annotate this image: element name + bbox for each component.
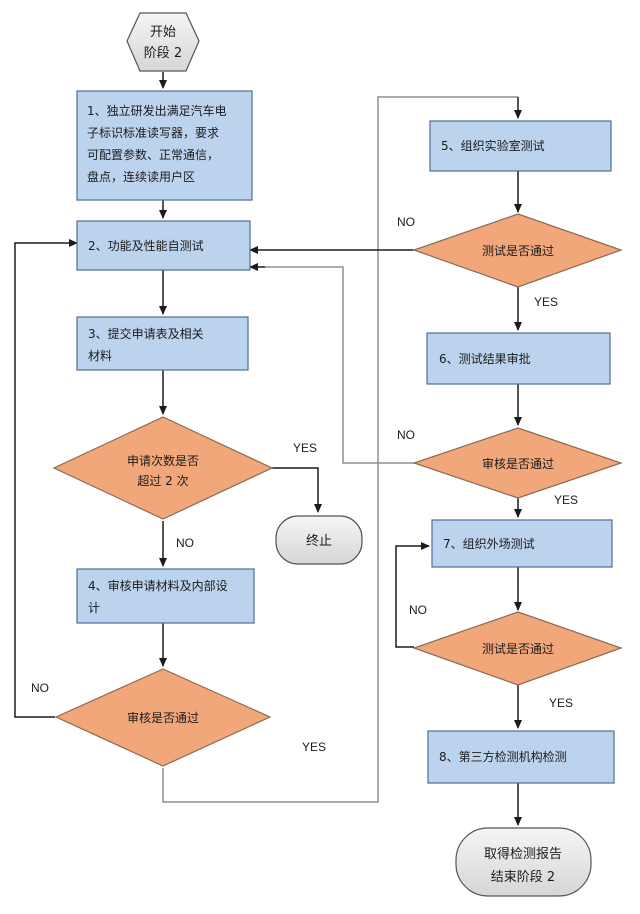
stop-node: 终止 — [275, 515, 363, 565]
decision-diamond-3 — [412, 213, 623, 288]
decision-node-1: 申请次数是否 超过 2 次 — [52, 416, 274, 520]
edges-left-column — [14, 72, 322, 718]
label-d3-no: NO — [397, 215, 415, 229]
start-label-line-2: 阶段 2 — [144, 46, 182, 61]
decision-node-2: 审核是否通过 — [54, 668, 272, 767]
process-4-line-1: 4、审核申请材料及内部设 — [88, 578, 228, 593]
process-node-7: 7、组织外场测试 — [431, 519, 613, 568]
label-d3-yes: YES — [534, 295, 558, 309]
stop-label: 终止 — [306, 533, 332, 549]
process-8-line-1: 8、第三方检测机构检测 — [439, 749, 567, 764]
decision-1-line-2: 超过 2 次 — [137, 473, 188, 488]
label-d4-yes: YES — [554, 493, 578, 507]
decision-3-line-1: 测试是否通过 — [482, 243, 554, 258]
process-box-3 — [76, 316, 249, 371]
start-node: 开始 阶段 2 — [126, 12, 200, 72]
label-d5-no: NO — [409, 603, 427, 617]
start-label-line-1: 开始 — [150, 25, 176, 40]
edge-d5-no-to-n7 — [395, 542, 430, 648]
edge-d1-yes-to-stop — [272, 467, 322, 513]
end-label-line-2: 结束阶段 2 — [491, 870, 555, 885]
process-node-5: 5、组织实验室测试 — [429, 120, 612, 172]
decision-node-5: 测试是否通过 — [412, 611, 623, 686]
edges-right-column — [162, 96, 522, 826]
process-box-8 — [427, 730, 615, 784]
process-2-line-1: 2、功能及性能自测试 — [88, 238, 204, 253]
label-d2-yes: YES — [302, 740, 326, 754]
edge-d4-no-to-n2-line — [265, 266, 414, 464]
process-3-line-1: 3、提交申请表及相关 — [88, 326, 204, 341]
process-box-6 — [426, 332, 611, 385]
process-box-4 — [76, 568, 255, 624]
decision-node-3: 测试是否通过 — [412, 213, 623, 288]
decision-1-line-1: 申请次数是否 — [127, 453, 199, 468]
decision-2-line-1: 审核是否通过 — [127, 710, 199, 725]
process-box-5 — [429, 120, 612, 172]
label-d1-yes: YES — [293, 441, 317, 455]
process-3-line-2: 材料 — [88, 349, 112, 363]
end-label-line-1: 取得检测报告 — [484, 846, 562, 862]
process-node-4: 4、审核申请材料及内部设 计 — [76, 568, 255, 624]
label-d2-no: NO — [31, 681, 49, 695]
process-1-line-2: 子标识标准读写器，要求 — [87, 126, 219, 140]
process-box-2 — [76, 220, 251, 271]
process-1-line-4: 盘点，连续读用户区 — [87, 169, 195, 184]
process-6-line-1: 6、测试结果审批 — [439, 351, 531, 366]
process-node-1: 1、独立研发出满足汽车电 子标识标准读写器，要求 可配置参数、正常通信， 盘点，… — [76, 90, 253, 201]
decision-4-line-1: 审核是否通过 — [482, 456, 554, 471]
process-7-line-1: 7、组织外场测试 — [443, 536, 535, 551]
decision-diamond-5 — [412, 611, 623, 686]
process-1-line-3: 可配置参数、正常通信， — [87, 147, 219, 162]
start-hexagon-shape — [126, 12, 200, 72]
label-d1-no: NO — [176, 536, 194, 550]
process-1-line-1: 1、独立研发出满足汽车电 — [87, 103, 227, 118]
process-4-line-2: 计 — [88, 601, 100, 615]
process-node-3: 3、提交申请表及相关 材料 — [76, 316, 249, 371]
decision-diamond-2 — [54, 668, 272, 767]
label-d5-yes: YES — [549, 696, 573, 710]
process-node-6: 6、测试结果审批 — [426, 332, 611, 385]
edge-labels: YES NO NO YES NO YES NO YES NO YES — [31, 215, 578, 754]
process-node-8: 8、第三方检测机构检测 — [427, 730, 615, 784]
decision-node-4: 审核是否通过 — [412, 427, 623, 499]
edge-d2-no-to-n2 — [14, 239, 78, 718]
label-d4-no: NO — [397, 428, 415, 442]
process-box-7 — [431, 519, 613, 568]
end-terminal-shape — [455, 827, 592, 897]
process-5-line-1: 5、组织实验室测试 — [441, 138, 545, 153]
stop-terminal-shape — [275, 515, 363, 565]
decision-5-line-1: 测试是否通过 — [482, 641, 554, 656]
edge-d2-yes-to-n5 — [162, 96, 518, 803]
process-node-2: 2、功能及性能自测试 — [76, 220, 251, 271]
process-box-1 — [76, 90, 253, 201]
decision-diamond-4 — [412, 427, 623, 499]
decision-diamond-1 — [52, 416, 274, 520]
end-node: 取得检测报告 结束阶段 2 — [455, 827, 592, 897]
